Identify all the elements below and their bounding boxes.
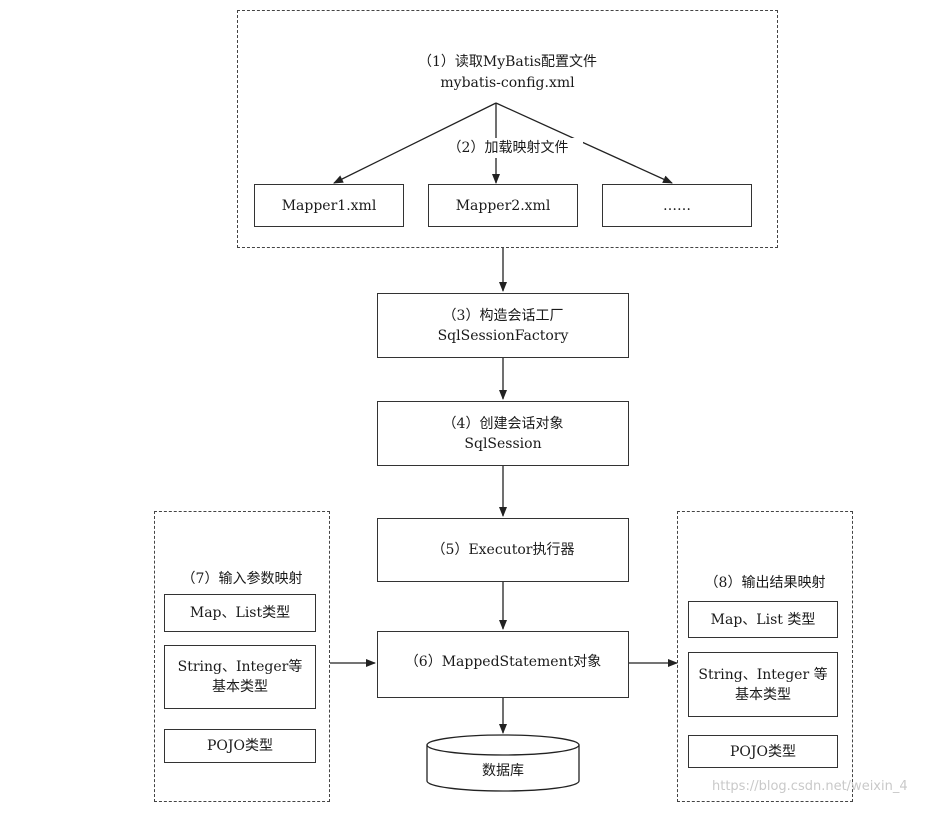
input-item-map-list-label: Map、List类型 <box>189 605 291 621</box>
database-label: 数据库 <box>482 763 524 779</box>
mapper1-label: Mapper1.xml <box>281 197 377 214</box>
session-line2: SqlSession <box>464 435 542 452</box>
output-mapping-title: （8）输出结果映射 <box>704 575 826 591</box>
input-item-pojo-label: POJO类型 <box>207 738 273 754</box>
mapper2-label: Mapper2.xml <box>455 197 551 214</box>
executor-box: （5）Executor执行器 <box>377 518 629 582</box>
input-mapping-title: （7）输入参数映射 <box>181 571 303 587</box>
output-item-basic-line1: String、Integer 等 <box>698 666 828 683</box>
factory-line2: SqlSessionFactory <box>437 327 569 344</box>
output-item-basic: String、Integer 等 基本类型 <box>688 652 838 717</box>
output-item-pojo: POJO类型 <box>688 735 838 768</box>
input-item-basic-line1: String、Integer等 <box>177 659 303 675</box>
output-item-map-list: Map、List 类型 <box>688 601 838 638</box>
config-title-line2: mybatis-config.xml <box>440 75 575 91</box>
session-box: （4）创建会话对象 SqlSession <box>377 401 629 466</box>
input-item-pojo: POJO类型 <box>164 729 316 763</box>
input-item-basic: String、Integer等 基本类型 <box>164 645 316 709</box>
factory-line1: （3）构造会话工厂 <box>442 307 564 324</box>
input-mapping-region <box>154 511 330 802</box>
executor-label: （5）Executor执行器 <box>431 542 575 558</box>
config-region <box>237 10 778 248</box>
mapper1-box: Mapper1.xml <box>254 184 404 227</box>
session-line1: （4）创建会话对象 <box>442 415 564 432</box>
input-item-map-list: Map、List类型 <box>164 594 316 632</box>
output-item-map-list-label: Map、List 类型 <box>710 611 816 628</box>
arrow-to-mapper3 <box>495 102 673 184</box>
output-mapping-region <box>677 511 853 802</box>
mapped-statement-label: （6）MappedStatement对象 <box>404 654 602 670</box>
load-mappers-label: （2）加载映射文件 <box>433 138 583 158</box>
watermark-text: https://blog.csdn.net/weixin_4 <box>712 779 908 794</box>
input-item-basic-line2: 基本类型 <box>212 679 268 695</box>
output-item-pojo-label: POJO类型 <box>730 743 796 760</box>
mapper2-box: Mapper2.xml <box>428 184 578 227</box>
mapper-more-label: …… <box>663 197 691 214</box>
output-item-basic-line2: 基本类型 <box>735 686 791 703</box>
mapper-more-box: …… <box>602 184 752 227</box>
database-cylinder <box>426 734 580 792</box>
factory-box: （3）构造会话工厂 SqlSessionFactory <box>377 293 629 358</box>
arrow-to-mapper1 <box>333 102 497 184</box>
config-title-line1: （1）读取MyBatis配置文件 <box>417 54 598 70</box>
mapped-statement-box: （6）MappedStatement对象 <box>377 631 629 698</box>
